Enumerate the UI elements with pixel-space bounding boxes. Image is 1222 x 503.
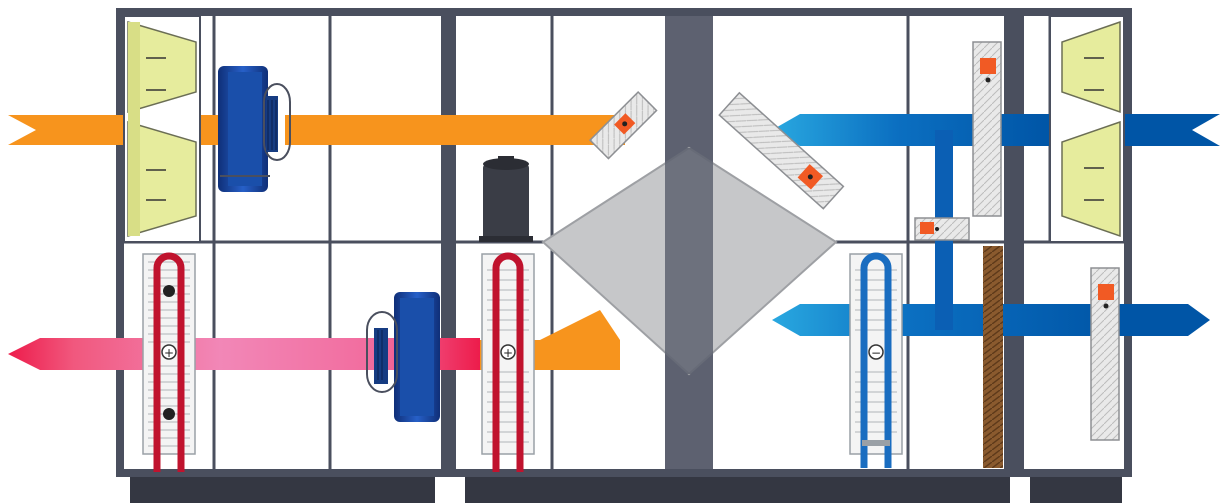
exhaust-filter-icon <box>1050 16 1124 242</box>
heating-coil-secondary-icon: + <box>482 254 534 472</box>
compressor-icon <box>479 156 533 242</box>
humidifier-pad-icon <box>983 246 1003 468</box>
damper-exhaust-icon <box>1091 268 1119 440</box>
supply-filter-icon <box>124 16 200 242</box>
base-frames <box>130 475 1122 503</box>
damper-small-icon <box>915 218 969 240</box>
svg-text:+: + <box>503 346 513 360</box>
damper-vertical-icon <box>973 42 1001 216</box>
svg-text:+: + <box>164 346 174 360</box>
svg-text:−: − <box>871 346 881 360</box>
arrow-right-icon <box>8 115 128 145</box>
right-partition <box>1004 16 1020 469</box>
supply-fan-icon <box>218 66 290 192</box>
return-fan-icon <box>367 292 440 422</box>
heating-coil-primary-icon: + <box>143 254 195 472</box>
cooling-coil-icon: − <box>850 254 902 468</box>
